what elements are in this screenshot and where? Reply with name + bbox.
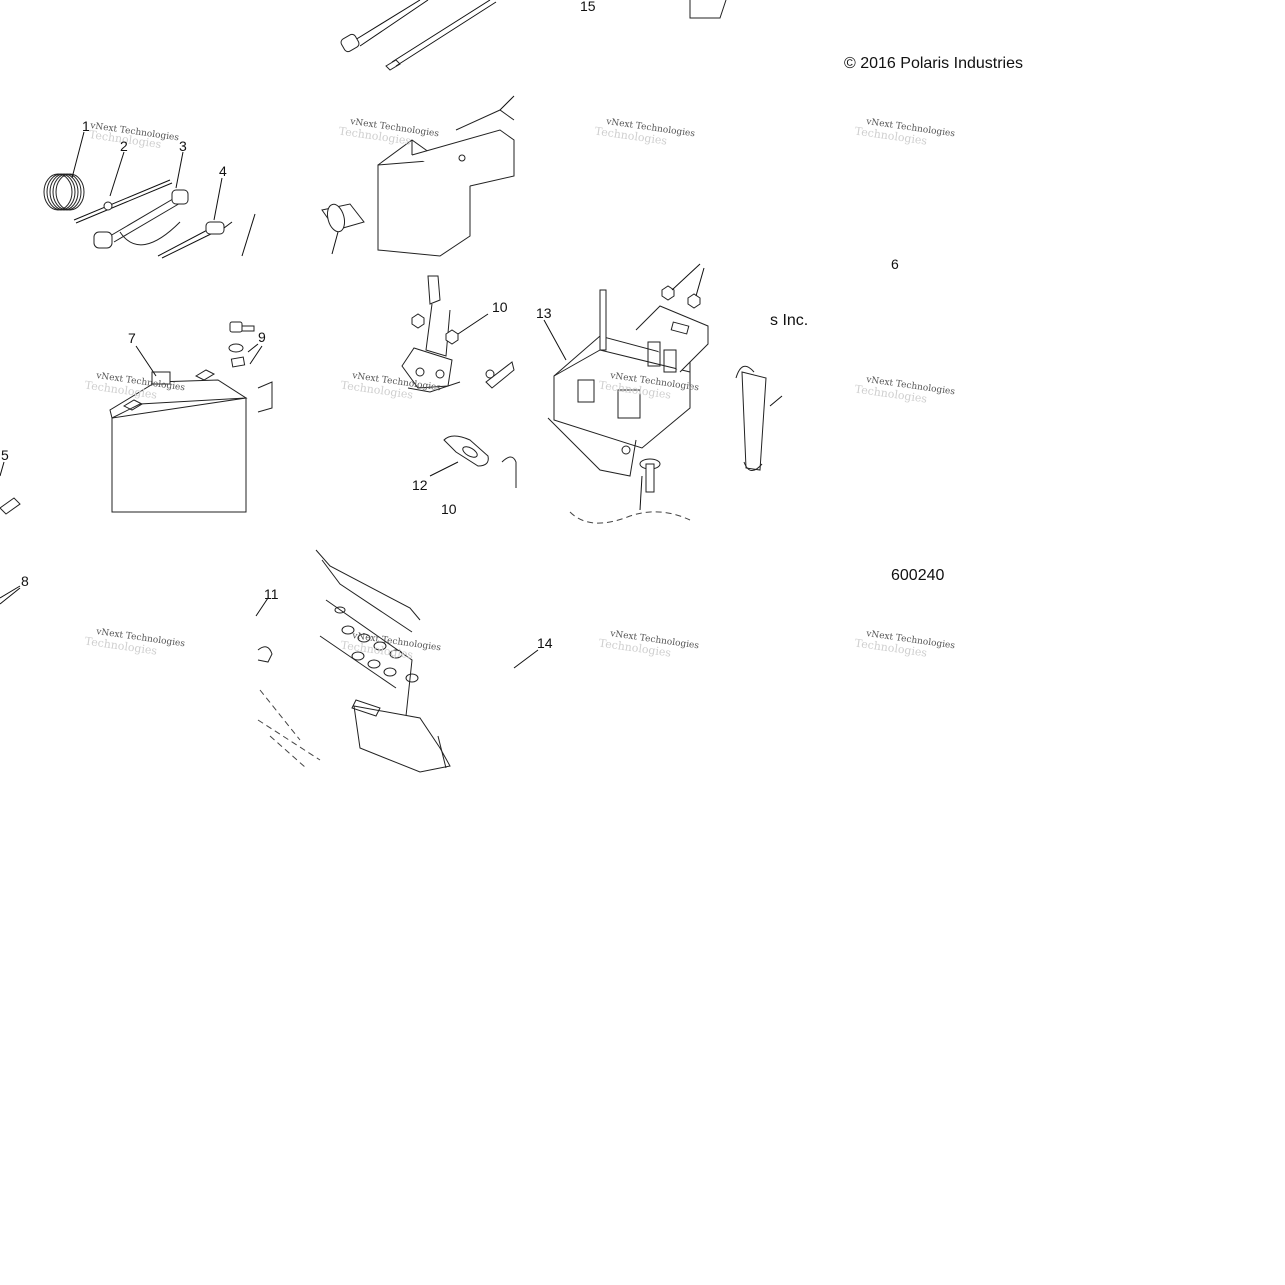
- solenoid-assembly: [401, 275, 517, 488]
- battery-cable-long: [157, 213, 256, 259]
- battery: [109, 321, 273, 513]
- callout-5: 5: [1, 447, 9, 463]
- watermark-8: Technologies vNext Technologies: [854, 375, 956, 406]
- battery-tray: [543, 263, 783, 524]
- callout-11: 11: [264, 586, 279, 602]
- battery-hardware: [228, 321, 263, 368]
- drawing-number: 600240: [891, 567, 944, 584]
- callout-8: 8: [21, 573, 29, 589]
- callout-10-bottom: 10: [441, 501, 457, 517]
- callout-13: 13: [536, 305, 552, 321]
- copyright-fragment: s Inc.: [770, 312, 808, 329]
- callout-14: 14: [537, 635, 553, 651]
- battery-cover: [321, 95, 515, 257]
- watermark-9: Technologies vNext Technologies: [84, 627, 186, 658]
- wire-harness-parts: [43, 131, 256, 259]
- callout-2: 2: [120, 138, 128, 154]
- callout-10-top: 10: [492, 299, 508, 315]
- callout-7: 7: [128, 330, 136, 346]
- terminal-link: [429, 435, 489, 477]
- callout-1: 1: [82, 118, 90, 134]
- left-edge-parts: [0, 461, 21, 605]
- callout-12: 12: [412, 477, 428, 493]
- battery-cable-short: [93, 189, 189, 249]
- wire-coil: [43, 173, 85, 211]
- tray-bolt: [639, 458, 661, 511]
- copyright-caption: © 2016 Polaris Industries: [844, 55, 1023, 72]
- callout-9: 9: [258, 329, 266, 345]
- watermark-2: Technologies vNext Technologies: [338, 117, 440, 148]
- callout-3: 3: [179, 138, 187, 154]
- battery-cables-top: [340, 0, 727, 71]
- foam-tube: [321, 203, 365, 255]
- watermark-12: Technologies vNext Technologies: [854, 629, 956, 660]
- watermark-4: Technologies vNext Technologies: [854, 117, 956, 148]
- frame-skid-plate: [255, 549, 539, 773]
- watermark-1: Technologies vNext Technologies: [88, 121, 180, 151]
- watermark-3: Technologies vNext Technologies: [594, 117, 696, 148]
- cable-tie: [73, 179, 173, 224]
- callout-15: 15: [580, 0, 596, 14]
- callout-4: 4: [219, 163, 227, 179]
- battery-strap: [735, 365, 783, 471]
- callout-6: 6: [891, 256, 899, 272]
- watermark-11: Technologies vNext Technologies: [598, 629, 700, 660]
